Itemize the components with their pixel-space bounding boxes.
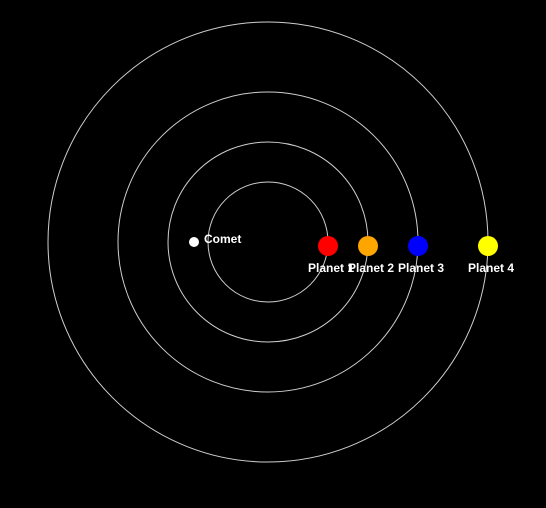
comet: Comet	[189, 232, 241, 247]
comet-marker	[189, 237, 199, 247]
planet-1-marker	[318, 236, 338, 256]
planet-4-label: Planet 4	[468, 261, 514, 275]
planet-2-marker	[358, 236, 378, 256]
planet-3-marker	[408, 236, 428, 256]
planet-4-marker	[478, 236, 498, 256]
planet-2: Planet 2	[348, 236, 394, 275]
planet-3-label: Planet 3	[398, 261, 444, 275]
planet-1-label: Planet 1	[308, 261, 354, 275]
planet-2-label: Planet 2	[348, 261, 394, 275]
comet-label: Comet	[204, 232, 241, 246]
planet-3: Planet 3	[398, 236, 444, 275]
planet-4: Planet 4	[468, 236, 514, 275]
planet-1: Planet 1	[308, 236, 354, 275]
